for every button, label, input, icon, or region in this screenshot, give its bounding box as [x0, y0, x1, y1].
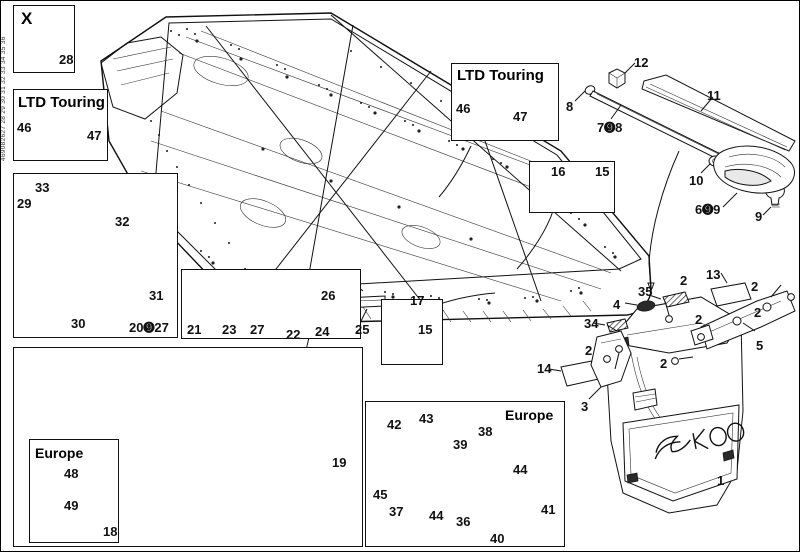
label-27: 27	[250, 322, 265, 337]
side-panel-assembly	[548, 262, 796, 514]
label-47-left: 47	[87, 128, 102, 143]
label-2-a: 2	[680, 273, 688, 288]
label-6-9: 6➒9	[695, 202, 721, 217]
label-40: 40	[490, 531, 505, 546]
label-36: 36	[456, 514, 471, 529]
label-38: 38	[478, 424, 493, 439]
label-25: 25	[355, 322, 370, 337]
label-49: 49	[64, 498, 79, 513]
label-2-c: 2	[754, 305, 762, 320]
label-28: 28	[59, 52, 74, 67]
label-37: 37	[389, 504, 404, 519]
label-1: 1	[717, 473, 725, 488]
label-22: 22	[286, 327, 301, 342]
label-8: 8	[566, 99, 574, 114]
label-12: 12	[634, 55, 649, 70]
antenna-and-taillight-assembly	[574, 62, 796, 264]
label-2-e: 2	[585, 343, 593, 358]
label-23: 23	[222, 322, 237, 337]
label-9: 9	[755, 209, 763, 224]
label-35: 35	[638, 284, 653, 299]
label-11: 11	[707, 88, 721, 103]
label-2-f: 2	[660, 356, 668, 371]
callout-box-europe-bottom	[365, 401, 565, 547]
box-ltd-right-title: LTD Touring	[457, 67, 544, 84]
label-45: 45	[373, 487, 388, 502]
label-20-27: 20➒27	[129, 320, 169, 335]
callout-box-shrouds	[13, 173, 178, 338]
box-x-title: X	[21, 9, 33, 28]
callout-box-clips-16-15	[529, 161, 615, 213]
callout-box-x	[13, 5, 75, 73]
callout-box-ltd-touring-left	[13, 89, 108, 161]
label-42: 42	[387, 417, 402, 432]
callout-box-tools	[181, 269, 361, 339]
label-14: 14	[537, 361, 552, 376]
label-15-mid: 15	[418, 322, 433, 337]
label-10: 10	[689, 173, 704, 188]
box-europe-left-title: Europe	[35, 445, 84, 461]
label-18: 18	[103, 524, 118, 539]
label-16: 16	[551, 164, 566, 179]
label-19: 19	[332, 455, 347, 470]
label-46-right: 46	[456, 101, 471, 116]
label-44-right: 44	[513, 462, 528, 477]
label-4: 4	[613, 297, 621, 312]
label-43: 43	[419, 411, 434, 426]
label-26: 26	[321, 288, 336, 303]
label-31: 31	[149, 288, 164, 303]
label-46-left: 46	[17, 120, 32, 135]
box-ltd-left-title: LTD Touring	[18, 94, 105, 111]
label-30: 30	[71, 316, 86, 331]
label-24: 24	[315, 324, 330, 339]
box-europe-bottom-title: Europe	[505, 407, 554, 423]
callout-box-ltd-touring-right	[451, 63, 559, 141]
label-32: 32	[115, 214, 130, 229]
label-15-top: 15	[595, 164, 610, 179]
label-3: 3	[581, 399, 589, 414]
callout-box-clips-17-15	[381, 299, 443, 365]
callout-box-europe-left	[29, 439, 119, 543]
label-2-d: 2	[695, 312, 703, 327]
label-41: 41	[541, 502, 556, 517]
label-44-bottom: 44	[429, 508, 444, 523]
label-17: 17	[410, 293, 425, 308]
label-47-right: 47	[513, 109, 528, 124]
label-48: 48	[64, 466, 79, 481]
label-13: 13	[706, 267, 721, 282]
label-5: 5	[756, 338, 764, 353]
label-7-8: 7➒8	[597, 120, 623, 135]
label-33: 33	[35, 180, 50, 195]
label-39: 39	[453, 437, 468, 452]
label-2-b: 2	[751, 279, 759, 294]
label-21: 21	[187, 322, 202, 337]
label-29: 29	[17, 196, 32, 211]
label-34: 34	[584, 316, 599, 331]
